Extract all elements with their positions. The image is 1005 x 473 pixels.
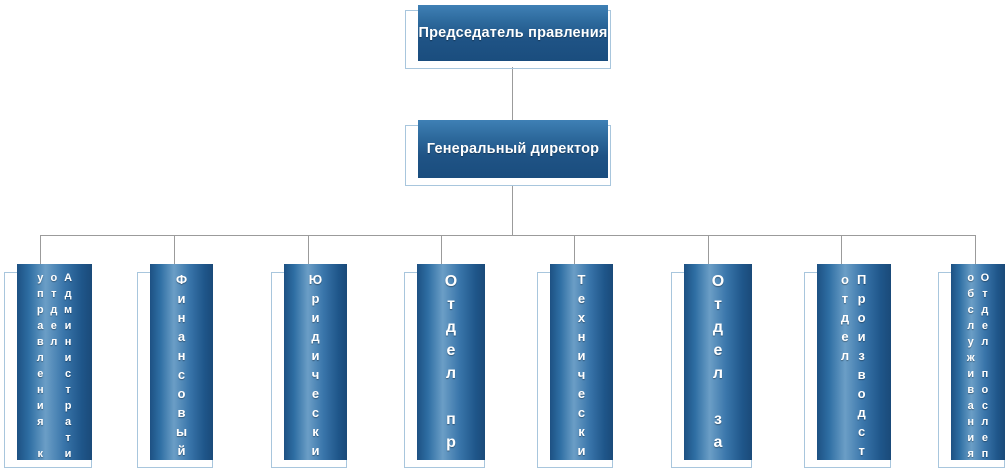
vertical-text-column: Административный [63,272,73,460]
connector-drop-procurement [708,235,709,264]
node-chairman-label: Председатель правления [418,25,608,41]
connector-chairman-to-ceo [512,67,513,120]
node-chairman-box[interactable]: Председатель правления [418,5,608,61]
vertical-text-column: Производственный [856,272,867,458]
connector-ceo-stem [512,185,513,235]
node-ceo-label: Генеральный директор [426,141,600,157]
connector-drop-sales [441,235,442,264]
connector-drop-production [841,235,842,264]
node-ceo-box[interactable]: Генеральный директор [418,120,608,178]
connector-drop-technical [574,235,575,264]
connector-bus-bar [40,235,976,236]
connector-drop-finance [174,235,175,264]
connector-drop-legal [308,235,309,264]
connector-drop-aftersales [975,235,976,264]
node-ceo[interactable]: Генеральный директор [405,120,611,191]
node-chairman[interactable]: Председатель правления [405,5,611,69]
connector-drop-hr-admin [40,235,41,264]
